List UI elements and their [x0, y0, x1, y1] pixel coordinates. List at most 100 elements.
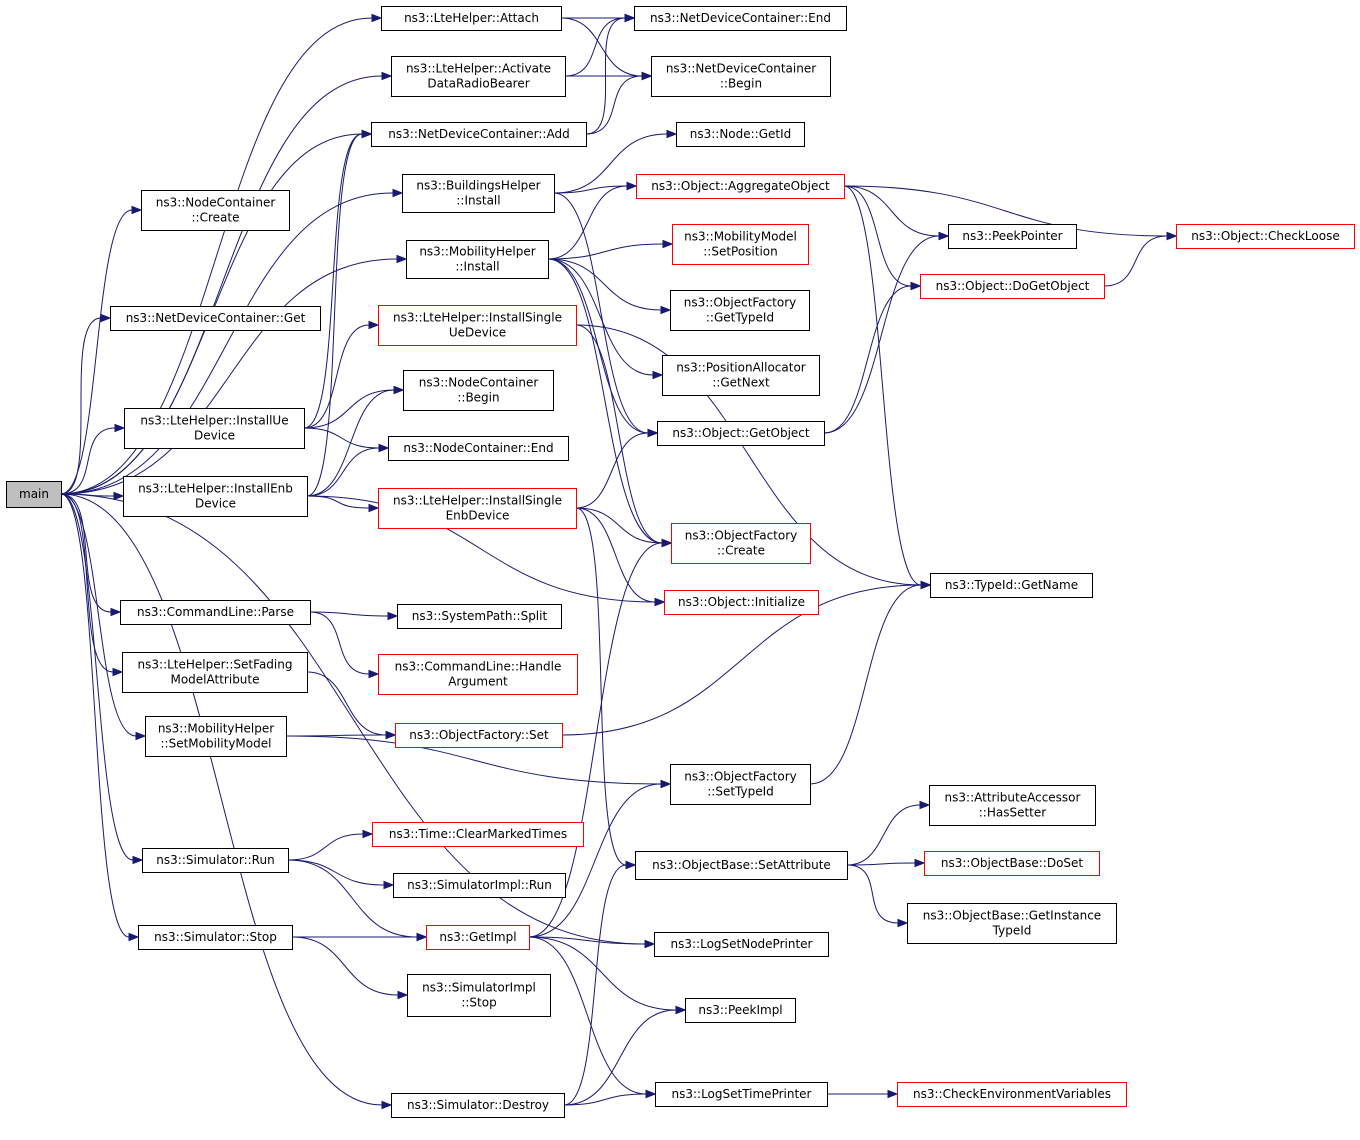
node-getimpl[interactable]: ns3::GetImpl	[426, 925, 530, 950]
node-mh-setmobility[interactable]: ns3::MobilityHelper::SetMobilityModel	[145, 716, 287, 757]
node-obj-aggregate[interactable]: ns3::Object::AggregateObject	[636, 174, 845, 199]
node-simimpl-run[interactable]: ns3::SimulatorImpl::Run	[393, 873, 566, 898]
node-ndc-get[interactable]: ns3::NetDeviceContainer::Get	[110, 306, 321, 331]
node-label: ns3::LteHelper::InstallEnb	[138, 482, 293, 496]
node-nc-create[interactable]: ns3::NodeContainer::Create	[141, 190, 290, 231]
node-ndc-begin[interactable]: ns3::NetDeviceContainer::Begin	[651, 56, 831, 97]
edge-main-to-sim_run	[60, 493, 134, 861]
node-peekpointer[interactable]: ns3::PeekPointer	[948, 224, 1077, 249]
node-label: ::Install	[456, 194, 500, 208]
arrowhead-cl_parse-to-cl_handlearg	[368, 669, 380, 679]
node-box	[634, 6, 847, 31]
node-label: ns3::ObjectBase::SetAttribute	[652, 858, 831, 872]
node-mm-setpos[interactable]: ns3::MobilityModel::SetPosition	[672, 224, 809, 265]
node-sim-stop[interactable]: ns3::Simulator::Stop	[138, 925, 293, 950]
arrowhead-main-to-bh_install	[392, 188, 404, 198]
edge-sim_run-to-getimpl	[287, 859, 418, 938]
node-logsettimeprinter[interactable]: ns3::LogSetTimePrinter	[655, 1082, 828, 1107]
node-label: ns3::NodeContainer	[156, 196, 276, 210]
edge-main-to-attach	[60, 17, 373, 495]
node-obj-dogetobject[interactable]: ns3::Object::DoGetObject	[920, 274, 1105, 299]
node-obj-initialize[interactable]: ns3::Object::Initialize	[664, 590, 819, 615]
edge-sim_run-to-time_clearmarked	[287, 833, 364, 861]
arrowhead-main-to-ndc_get	[100, 313, 112, 323]
arrowhead-getimpl-to-logsetnodeprinter	[644, 939, 656, 949]
arrowhead-obj_getobject-to-obj_dogetobject	[910, 281, 922, 291]
node-sim-destroy[interactable]: ns3::Simulator::Destroy	[391, 1093, 565, 1118]
node-box	[402, 174, 555, 213]
arrowhead-lte_installsingleenb-to-obj_getobject	[647, 428, 659, 438]
arrowhead-lte_installenb-to-nc_end	[378, 443, 390, 453]
node-sim-run[interactable]: ns3::Simulator::Run	[142, 848, 289, 873]
arrowhead-main-to-mh_setmobility	[135, 731, 147, 741]
arrowhead-main-to-lte_setfading	[112, 667, 124, 677]
arrowhead-getimpl-to-of_create	[661, 538, 673, 548]
node-peekimpl[interactable]: ns3::PeekImpl	[685, 998, 796, 1023]
node-nc-begin[interactable]: ns3::NodeContainer::Begin	[403, 370, 554, 411]
arrowhead-getimpl-to-of_settypeid	[660, 779, 672, 789]
edge-lte_installenb-to-nc_begin	[306, 389, 395, 497]
node-of-settypeid[interactable]: ns3::ObjectFactory::SetTypeId	[670, 764, 811, 805]
node-label: DataRadioBearer	[427, 77, 529, 91]
edge-main-to-cl_parse	[60, 493, 112, 613]
node-checkenv[interactable]: ns3::CheckEnvironmentVariables	[897, 1082, 1127, 1107]
node-of-set[interactable]: ns3::ObjectFactory::Set	[395, 723, 563, 748]
node-label: ns3::NetDeviceContainer::Add	[388, 127, 569, 141]
node-label: ns3::MobilityModel	[684, 230, 797, 244]
node-nc-end[interactable]: ns3::NodeContainer::End	[388, 436, 569, 461]
edge-main-to-nc_create	[60, 209, 133, 495]
node-obj-getobject[interactable]: ns3::Object::GetObject	[657, 421, 825, 446]
node-typeid-getname[interactable]: ns3::TypeId::GetName	[930, 573, 1093, 598]
node-pa-getnext[interactable]: ns3::PositionAllocator::GetNext	[662, 355, 820, 396]
node-ob-setattribute[interactable]: ns3::ObjectBase::SetAttribute	[635, 851, 848, 880]
node-ndc-add[interactable]: ns3::NetDeviceContainer::Add	[371, 122, 587, 147]
node-of-create[interactable]: ns3::ObjectFactory::Create	[671, 523, 811, 564]
arrowhead-sim_destroy-to-logsettimeprinter	[645, 1089, 657, 1099]
edge-getimpl-to-peekimpl	[528, 936, 677, 1011]
edge-of_set-to-typeid_getname	[561, 584, 922, 736]
node-ndc-end[interactable]: ns3::NetDeviceContainer::End	[634, 6, 847, 31]
node-obj-checkloose[interactable]: ns3::Object::CheckLoose	[1176, 224, 1355, 249]
node-aa-hassetter[interactable]: ns3::AttributeAccessor::HasSetter	[929, 785, 1096, 826]
edge-main-to-lte_setfading	[60, 493, 114, 673]
edge-getimpl-to-logsettimeprinter	[528, 936, 647, 1095]
node-attach[interactable]: ns3::LteHelper::Attach	[381, 6, 562, 31]
node-label: ns3::Object::DoGetObject	[936, 279, 1090, 293]
node-box	[651, 56, 831, 97]
node-label: ns3::CommandLine::Parse	[137, 605, 294, 619]
node-cl-parse[interactable]: ns3::CommandLine::Parse	[120, 600, 311, 625]
node-bh-install[interactable]: ns3::BuildingsHelper::Install	[402, 174, 555, 213]
node-time-clearmarked[interactable]: ns3::Time::ClearMarkedTimes	[372, 822, 584, 847]
edge-ob_setattribute-to-aa_hassetter	[846, 804, 921, 866]
edge-mh_setmobility-to-of_settypeid	[285, 735, 662, 785]
node-label: ::Stop	[461, 996, 496, 1010]
edge-getimpl-to-logsetnodeprinter	[528, 936, 646, 945]
node-label: ns3::SystemPath::Split	[412, 609, 548, 623]
node-simimpl-stop[interactable]: ns3::SimulatorImpl::Stop	[407, 974, 551, 1017]
edge-ob_setattribute-to-ob_getinstancetypeid	[846, 864, 899, 924]
node-logsetnodeprinter[interactable]: ns3::LogSetNodePrinter	[654, 932, 829, 957]
edge-obj_dogetobject-to-obj_checkloose	[1103, 235, 1168, 287]
node-label: ns3::Time::ClearMarkedTimes	[389, 827, 567, 841]
edge-obj_aggregate-to-obj_dogetobject	[843, 185, 912, 287]
edge-ndc_add-to-ndc_end	[585, 17, 626, 135]
arrowhead-main-to-nc_create	[131, 205, 143, 215]
node-node-getid[interactable]: ns3::Node::GetId	[676, 122, 805, 147]
node-main[interactable]: main	[6, 481, 62, 508]
node-mh-install[interactable]: ns3::MobilityHelper::Install	[406, 240, 549, 279]
node-box	[393, 873, 566, 898]
node-ob-doset[interactable]: ns3::ObjectBase::DoSet	[924, 851, 1100, 876]
node-of-gettypeid[interactable]: ns3::ObjectFactory::GetTypeId	[670, 290, 810, 331]
node-sp-split[interactable]: ns3::SystemPath::Split	[397, 604, 562, 629]
edge-main-to-mh_install	[60, 258, 398, 495]
edge-main-to-lte_installue	[60, 427, 116, 495]
node-box	[397, 604, 562, 629]
